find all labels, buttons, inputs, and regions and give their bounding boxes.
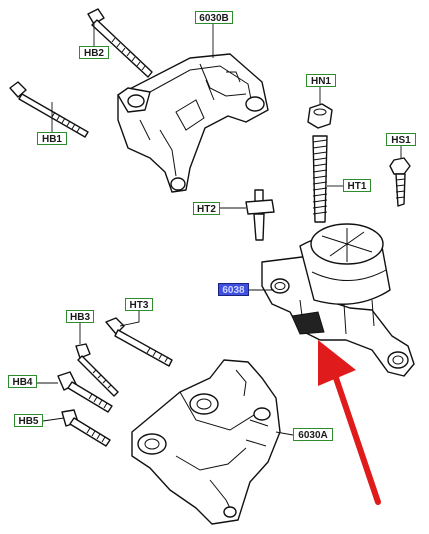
callout-hb4: HB4: [8, 375, 37, 388]
bolt-hb1: [9, 81, 89, 138]
callout-hb3: HB3: [66, 310, 94, 323]
callout-ht1: HT1: [343, 179, 371, 192]
bolt-ht3: [105, 317, 173, 367]
bolt-hs1: [389, 157, 411, 207]
callout-hs1: HS1: [386, 133, 416, 146]
bolt-hb5: [61, 409, 111, 447]
callout-hn1: HN1: [306, 74, 336, 87]
bracket-6030a: [131, 359, 281, 525]
engine-mount-6038: [261, 223, 415, 377]
bolt-hb2: [87, 8, 153, 78]
bolt-hb4: [57, 371, 113, 413]
nut-hn1: [307, 103, 333, 129]
callout-ht2: HT2: [193, 202, 220, 215]
callout-6030b: 6030B: [195, 11, 233, 24]
stud-ht1: [312, 135, 328, 223]
red-arrow: [318, 340, 381, 505]
bracket-6030b: [117, 53, 269, 193]
callout-hb1: HB1: [37, 132, 67, 145]
callout-6038: 6038: [218, 283, 249, 296]
callout-hb5: HB5: [14, 414, 43, 427]
leader-lines: [37, 22, 402, 436]
bolt-hb3: [75, 343, 119, 397]
callout-ht3: HT3: [125, 298, 153, 311]
callout-6030a: 6030A: [293, 428, 333, 441]
bolt-ht2: [245, 189, 275, 241]
callout-hb2: HB2: [79, 46, 109, 59]
